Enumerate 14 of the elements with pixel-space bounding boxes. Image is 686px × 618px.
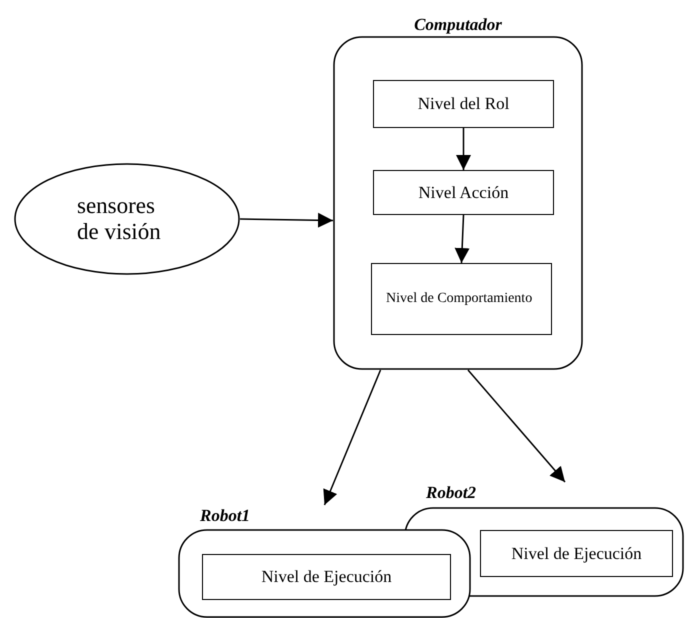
arrow: [323, 370, 382, 506]
level-box: Nivel Acción: [373, 170, 554, 215]
level-box: Nivel de Ejecución: [480, 530, 673, 577]
group-heading: Computador: [413, 14, 503, 36]
level-box: Nivel de Ejecución: [202, 554, 451, 600]
group-heading: Robot2: [425, 482, 476, 504]
arrow: [456, 128, 471, 170]
level-box: Nivel del Rol: [373, 80, 554, 128]
group-heading: Robot1: [199, 505, 250, 527]
arrow: [467, 370, 566, 482]
node-text: sensores de visión: [77, 193, 162, 245]
arrow: [240, 212, 334, 228]
arrow: [454, 214, 470, 264]
level-box: Nivel de Comportamiento: [371, 263, 552, 335]
